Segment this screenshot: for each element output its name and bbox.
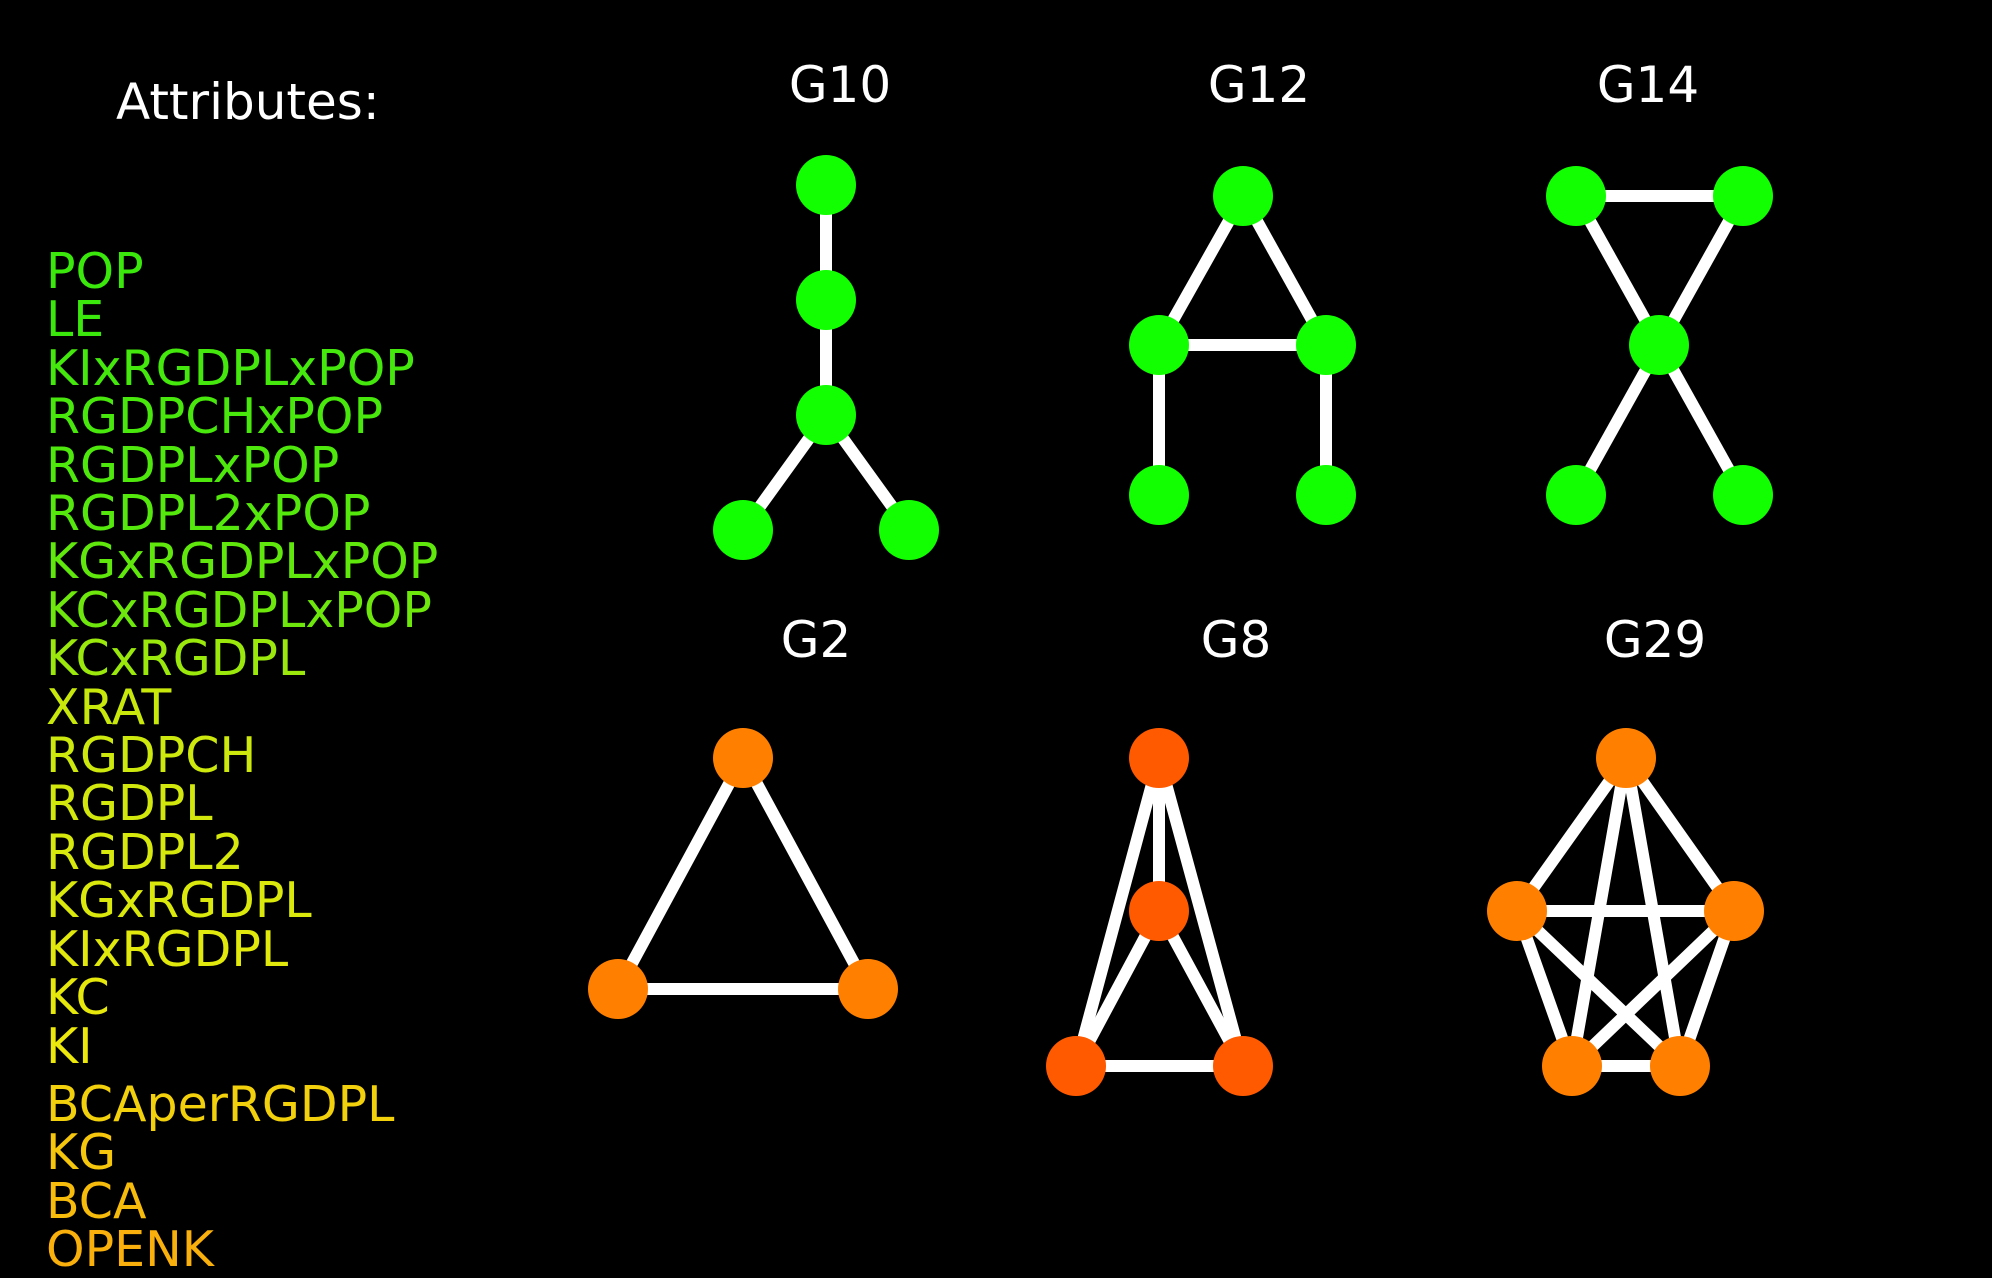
attributes-heading: Attributes:	[116, 73, 380, 131]
attribute-item: RGDPL2xPOP	[46, 485, 371, 543]
graph-g29: G29	[1487, 611, 1764, 1096]
attribute-item: KC	[46, 969, 110, 1027]
graph-node	[1596, 728, 1656, 788]
attribute-item: KIxRGDPLxPOP	[46, 339, 415, 397]
graph-node	[1129, 315, 1189, 375]
attribute-item: OPENK	[46, 1221, 214, 1278]
graph-node	[1129, 728, 1189, 788]
attribute-item: LE	[46, 291, 105, 349]
graph-node	[1296, 315, 1356, 375]
graph-g10: G10	[713, 56, 939, 560]
graph-title: G29	[1604, 611, 1706, 669]
graph-edge	[737, 755, 874, 992]
graph-node	[1129, 881, 1189, 941]
graph-g8: G8	[1046, 611, 1273, 1096]
attribute-item: POP	[46, 243, 144, 300]
attribute-item: RGDPCHxPOP	[46, 388, 384, 446]
attribute-item: KIxRGDPL	[46, 920, 289, 978]
graph-edge	[1153, 756, 1249, 1068]
attribute-item: KCxRGDPL	[46, 630, 306, 688]
graph-edge	[1512, 906, 1685, 1071]
attribute-item: BCA	[46, 1172, 147, 1230]
graph-node	[588, 959, 648, 1019]
graph-node	[1213, 166, 1273, 226]
graph-node	[838, 959, 898, 1019]
graph-edge	[1070, 756, 1165, 1068]
graph-node	[1650, 1036, 1710, 1096]
graph-title: G12	[1208, 56, 1310, 114]
graph-node	[1487, 881, 1547, 941]
attribute-item: KG	[46, 1124, 117, 1182]
graph-node	[1713, 465, 1773, 525]
graph-edge	[1512, 754, 1631, 915]
graph-edge	[1567, 906, 1739, 1071]
graph-node	[796, 270, 856, 330]
graph-node	[1546, 166, 1606, 226]
graph-node	[796, 155, 856, 215]
graph-node	[1213, 1036, 1273, 1096]
graph-title: G2	[781, 611, 852, 669]
graph-node	[1704, 881, 1764, 941]
attribute-item: RGDPL2	[46, 823, 244, 881]
graph-node	[1546, 465, 1606, 525]
graph-g12: G12	[1129, 56, 1356, 525]
attribute-item: RGDPCH	[46, 727, 257, 785]
attribute-item: KI	[46, 1017, 93, 1075]
graph-node	[796, 385, 856, 445]
attribute-item: KGxRGDPL	[46, 872, 312, 930]
attribute-item: XRAT	[46, 678, 172, 736]
graph-edge	[612, 755, 749, 992]
attribute-item: KCxRGDPLxPOP	[46, 581, 432, 639]
attribute-item: RGDPLxPOP	[46, 436, 340, 494]
graph-title: G10	[789, 56, 891, 114]
graph-node	[713, 500, 773, 560]
graph-node	[1296, 465, 1356, 525]
graph-node	[1046, 1036, 1106, 1096]
attribute-item: KGxRGDPLxPOP	[46, 533, 439, 591]
graph-title: G8	[1201, 611, 1272, 669]
attribute-item: BCAperRGDPL	[46, 1075, 395, 1133]
graph-g2: G2	[588, 611, 898, 1019]
graph-node	[879, 500, 939, 560]
graph-node	[1713, 166, 1773, 226]
graph-edge	[1621, 754, 1739, 915]
graph-g14: G14	[1546, 56, 1773, 525]
graph-node	[1129, 465, 1189, 525]
graph-node	[713, 728, 773, 788]
graph-node	[1542, 1036, 1602, 1096]
graph-title: G14	[1597, 56, 1699, 114]
attribute-item: RGDPL	[46, 775, 213, 833]
graph-node	[1629, 315, 1689, 375]
